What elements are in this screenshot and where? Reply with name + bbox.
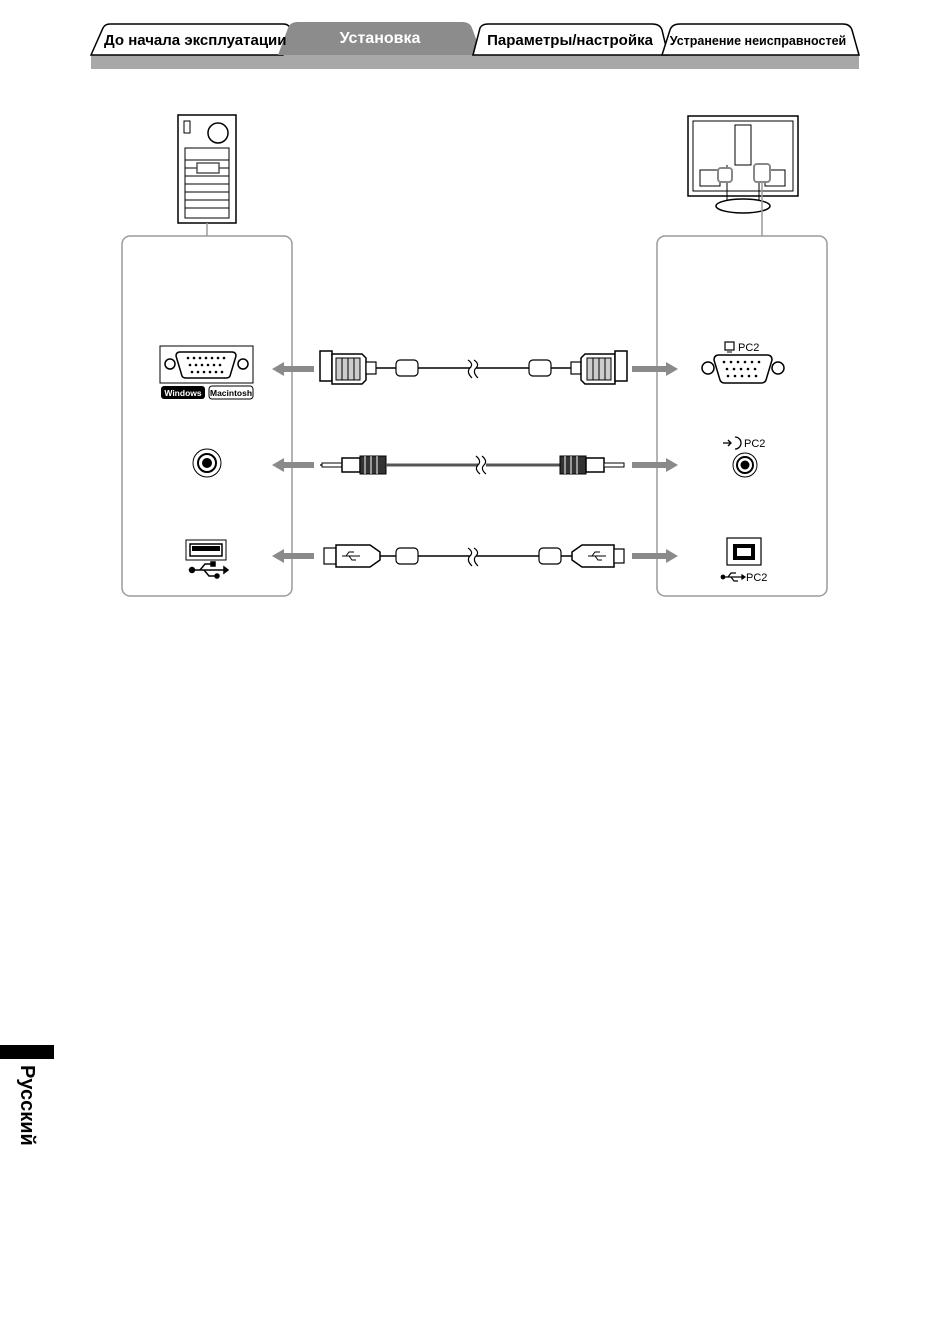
monitor-vga-label: PC2 (738, 342, 759, 354)
usb-b-port-icon (727, 538, 761, 565)
os-badge-macintosh: Macintosh (210, 388, 252, 398)
language-label: Русский (5, 1065, 49, 1155)
monitor-symbol-icon (725, 342, 734, 352)
connection-diagram: Windows Macintosh PC2 (0, 0, 950, 620)
vga-cable-icon (320, 351, 627, 384)
vga-port-icon (160, 346, 253, 383)
usb-a-port-icon (186, 540, 226, 560)
audio-cable-icon (320, 456, 624, 474)
audio-jack-icon (193, 449, 221, 477)
connection-diagram-svg: Windows Macintosh PC2 (0, 0, 950, 620)
monitor-audio-label: PC2 (744, 438, 765, 450)
os-badge-windows: Windows (164, 388, 201, 398)
language-tab-bar (0, 1045, 54, 1059)
pc-tower-icon (178, 115, 236, 236)
monitor-back-icon (688, 116, 798, 236)
usb-cable-icon (324, 545, 624, 567)
audio-jack-icon (733, 453, 757, 477)
monitor-usb-label: PC2 (746, 572, 767, 584)
